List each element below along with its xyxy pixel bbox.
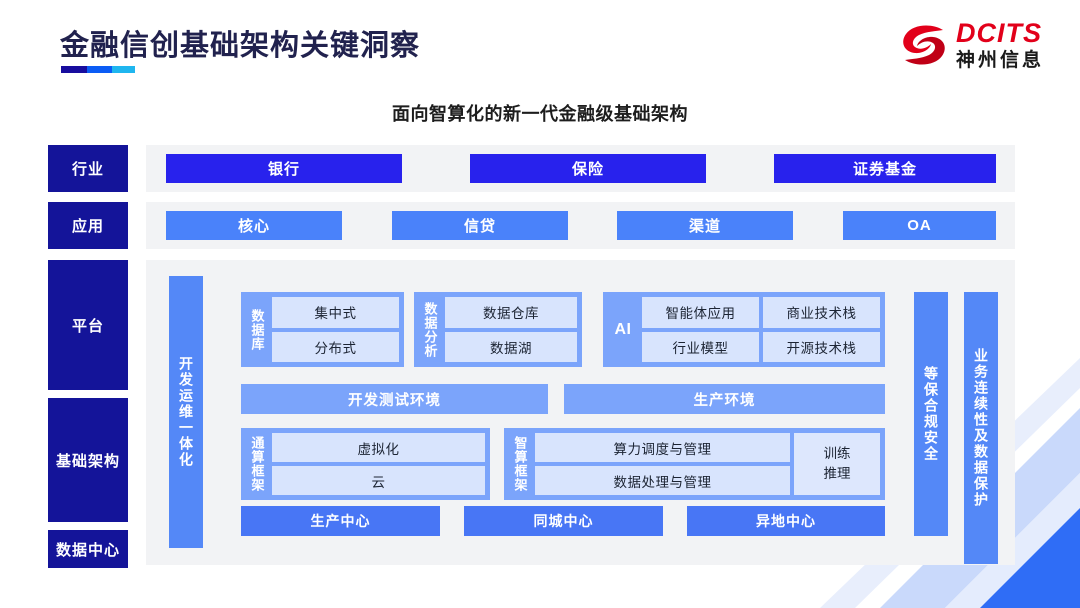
industry-chip-insurance[interactable]: 保险 xyxy=(470,154,706,183)
app-chip-oa[interactable]: OA xyxy=(843,211,996,240)
group-title-database: 数据库 xyxy=(249,308,265,351)
cell-industry-model[interactable]: 行业模型 xyxy=(642,331,759,362)
group-title-data-analysis: 数据分析 xyxy=(422,301,438,358)
cell-open-source-tech-stack[interactable]: 开源技术栈 xyxy=(763,331,880,362)
cell-agent-application[interactable]: 智能体应用 xyxy=(642,297,759,328)
group-database[interactable]: 数据库 集中式 分布式 xyxy=(241,292,404,367)
row-label-industry: 行业 xyxy=(48,145,128,192)
rule-segment-dark xyxy=(61,66,87,73)
cell-data-processing-management[interactable]: 数据处理与管理 xyxy=(535,466,790,495)
row-label-platform: 平台 xyxy=(48,260,128,390)
env-bar-production[interactable]: 生产环境 xyxy=(564,384,885,414)
dcits-swoosh-icon xyxy=(899,21,949,69)
cell-compute-scheduling-management[interactable]: 算力调度与管理 xyxy=(535,433,790,462)
row-label-application: 应用 xyxy=(48,202,128,249)
title-underline xyxy=(61,66,135,73)
brand-logo: DCITS 神州信息 xyxy=(899,20,1044,70)
logo-chinese-name: 神州信息 xyxy=(955,50,1044,71)
cell-commercial-tech-stack[interactable]: 商业技术栈 xyxy=(763,297,880,328)
vertical-bar-business-continuity[interactable]: 业务连续性及数据保护 xyxy=(964,292,998,564)
logo-wordmark: DCITS xyxy=(955,18,1042,48)
group-data-analysis[interactable]: 数据分析 数据仓库 数据湖 xyxy=(414,292,582,367)
group-title-general-compute-framework: 通算框架 xyxy=(249,436,265,492)
app-chip-credit[interactable]: 信贷 xyxy=(392,211,568,240)
industry-chip-banking[interactable]: 银行 xyxy=(166,154,402,183)
rule-segment-cyan xyxy=(112,66,135,73)
cell-virtualization[interactable]: 虚拟化 xyxy=(272,433,485,462)
group-title-intelligent-compute-framework: 智算框架 xyxy=(512,436,528,492)
industry-panel: 银行 保险 证券基金 xyxy=(146,145,1015,192)
app-chip-core[interactable]: 核心 xyxy=(166,211,342,240)
application-panel: 核心 信贷 渠道 OA xyxy=(146,202,1015,249)
row-label-datacenter: 数据中心 xyxy=(48,530,128,568)
row-label-infrastructure: 基础架构 xyxy=(48,398,128,522)
group-intelligent-compute-framework[interactable]: 智算框架 算力调度与管理 数据处理与管理 训练 推理 xyxy=(504,428,885,500)
cell-cloud[interactable]: 云 xyxy=(272,466,485,495)
industry-chip-securities-fund[interactable]: 证券基金 xyxy=(774,154,996,183)
dc-chip-metro-center[interactable]: 同城中心 xyxy=(464,506,663,536)
env-bar-dev-test[interactable]: 开发测试环境 xyxy=(241,384,548,414)
cell-distributed[interactable]: 分布式 xyxy=(272,331,399,362)
cell-data-lake[interactable]: 数据湖 xyxy=(445,331,577,362)
platform-stack-panel: 开发运维一体化 数据库 集中式 分布式 数据分析 数据仓库 数据湖 xyxy=(146,260,1015,565)
page-title: 金融信创基础架构关键洞察 xyxy=(60,30,421,62)
diagram-subtitle: 面向智算化的新一代金融级基础架构 xyxy=(392,104,688,124)
cell-data-warehouse[interactable]: 数据仓库 xyxy=(445,297,577,328)
app-chip-channel[interactable]: 渠道 xyxy=(617,211,793,240)
cell-training-inference[interactable]: 训练 推理 xyxy=(794,433,880,495)
group-title-ai: AI xyxy=(614,320,632,338)
group-ai[interactable]: AI 智能体应用 商业技术栈 行业模型 开源技术栈 xyxy=(603,292,885,367)
rule-segment-blue xyxy=(87,66,112,73)
dc-chip-production-center[interactable]: 生产中心 xyxy=(241,506,440,536)
vertical-bar-compliance-security[interactable]: 等保合规安全 xyxy=(914,292,948,536)
vertical-bar-devops[interactable]: 开发运维一体化 xyxy=(169,276,203,548)
group-general-compute-framework[interactable]: 通算框架 虚拟化 云 xyxy=(241,428,490,500)
dc-chip-remote-center[interactable]: 异地中心 xyxy=(687,506,885,536)
cell-centralized[interactable]: 集中式 xyxy=(272,297,399,328)
